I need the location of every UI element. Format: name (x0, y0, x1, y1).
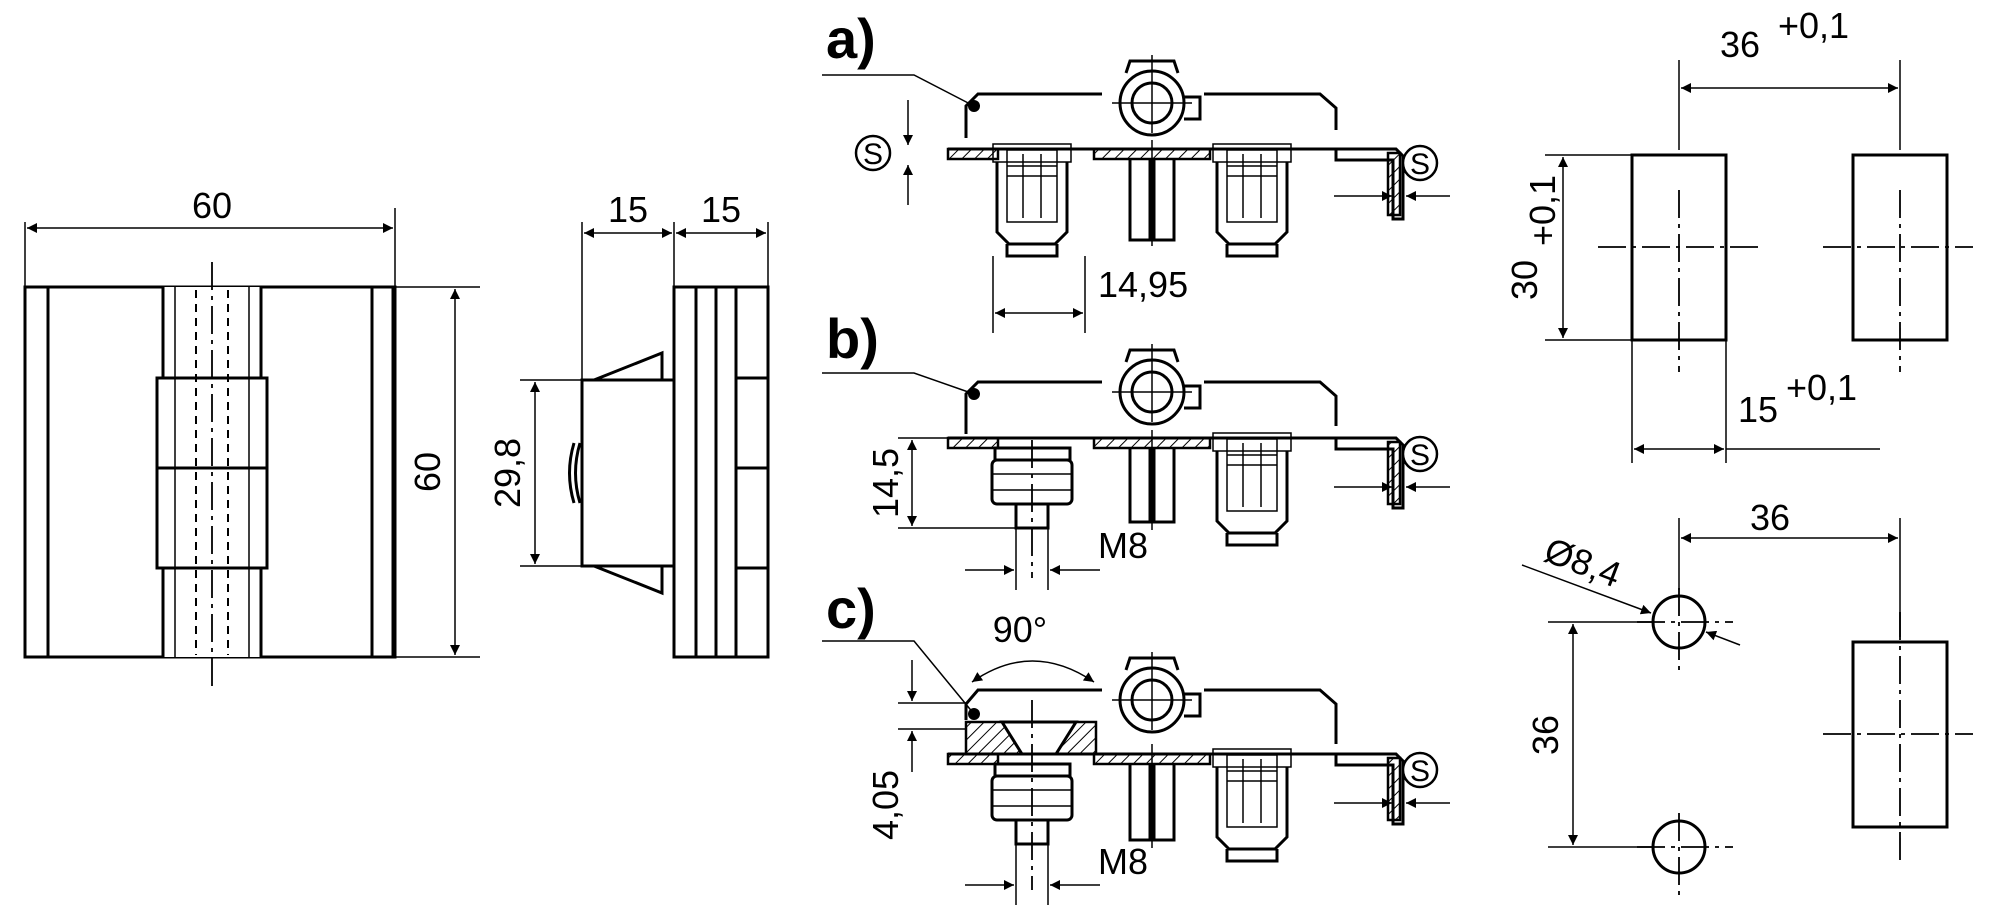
variant-b-label: b) (826, 307, 879, 370)
side-leaf-outline (672, 285, 770, 659)
front-width-label: 60 (192, 185, 232, 226)
cutout-height-label: 30 (1504, 260, 1545, 300)
side-leaf-label-1: 15 (608, 189, 648, 230)
cutout-spacing-tol: +0,1 (1778, 5, 1849, 46)
front-view: 60 60 (23, 185, 480, 690)
cutout-width-label: 15 (1738, 389, 1778, 430)
variant-c-dim-1: 90° (993, 609, 1047, 650)
variant-a-dim-1: 14,95 (1098, 264, 1188, 305)
variant-c-dim-2: 4,05 (865, 770, 906, 840)
cutout-hole-spacing-h: 36 (1750, 497, 1790, 538)
variant-a-label: a) (826, 7, 876, 70)
cutout-holes: 36 36 Ø8,4 (1521, 497, 1973, 895)
side-knuckle-outline (580, 378, 676, 568)
cutout-slots: 36 +0,1 30 +0,1 15 +0,1 (1504, 5, 1973, 463)
variant-c-dim-3: M8 (1098, 841, 1148, 882)
cutout-spacing-label: 36 (1720, 24, 1760, 65)
side-height-label: 29,8 (487, 438, 528, 508)
front-height-label: 60 (407, 452, 448, 492)
variant-c-label: c) (826, 577, 876, 640)
cutout-height-tol: +0,1 (1522, 175, 1563, 246)
side-view: 15 15 29,8 (487, 189, 770, 659)
variant-b-dim-1: 14,5 (865, 448, 906, 518)
variant-c: c) 90° 4,05 M8 (822, 577, 1450, 905)
cutout-width-tol: +0,1 (1786, 367, 1857, 408)
cutout-hole-spacing-v: 36 (1525, 715, 1566, 755)
variant-b: b) 14,5 M8 (822, 307, 1450, 590)
variant-b-dim-2: M8 (1098, 525, 1148, 566)
cutout-hole-diameter: Ø8,4 (1539, 529, 1627, 595)
side-leaf-label-2: 15 (701, 189, 741, 230)
variant-a: a) 14,95 (822, 7, 1450, 333)
